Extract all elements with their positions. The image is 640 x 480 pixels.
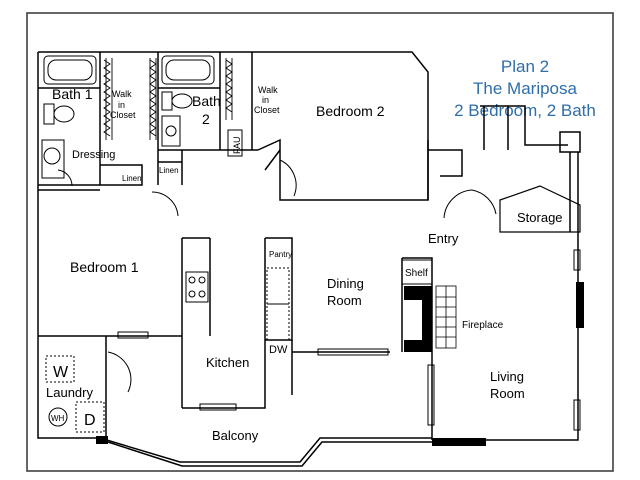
label-linen-2: Linen	[159, 166, 179, 175]
plan-number: Plan 2	[500, 57, 550, 76]
toilet-2	[161, 91, 173, 111]
label-walk-in-closet-2-line3: Closet	[254, 105, 280, 115]
fireplace-grid	[435, 285, 457, 349]
label-water-heater: WH	[51, 414, 65, 423]
plan-name: The Mariposa	[473, 79, 577, 98]
page-frame	[26, 12, 614, 472]
label-bedroom2: Bedroom 2	[316, 103, 385, 119]
label-walk-in-closet-1-line3: Closet	[110, 110, 136, 120]
fixtures	[41, 55, 433, 433]
label-walk-in-closet-1-line2: in	[118, 100, 125, 110]
dryer-box	[75, 401, 105, 433]
label-walk-in-closet-2-line1: Walk	[258, 85, 278, 95]
shelf-box	[401, 259, 433, 285]
label-dining-line1: Dining	[327, 276, 364, 291]
fau-box	[227, 129, 243, 157]
label-washer: W	[53, 364, 69, 381]
label-fau: FAU	[232, 136, 242, 154]
tub-1	[43, 55, 97, 85]
label-living-line2: Room	[490, 386, 525, 401]
label-walk-in-closet-1-line1: Walk	[112, 89, 132, 99]
pantry-box	[266, 267, 290, 305]
tub-2	[161, 55, 215, 85]
washer-box	[45, 355, 75, 383]
label-shelf: Shelf	[405, 268, 428, 279]
label-dw: DW	[269, 344, 288, 356]
room-labels: Bath 1 Walk in Closet Bath 2 Walk in Clo…	[46, 85, 563, 443]
label-dressing: Dressing	[72, 149, 115, 161]
label-bath2-line1: Bath	[192, 93, 221, 109]
label-bedroom1: Bedroom 1	[70, 259, 139, 275]
label-linen-1: Linen	[122, 174, 142, 183]
sink-1	[43, 147, 61, 165]
label-kitchen: Kitchen	[206, 355, 249, 370]
solid-wall-segments	[96, 282, 584, 446]
label-balcony: Balcony	[212, 428, 259, 443]
label-dryer: D	[84, 412, 96, 429]
label-dining-line2: Room	[327, 293, 362, 308]
label-bath2-line2: 2	[202, 111, 210, 127]
sink-2	[161, 115, 181, 147]
label-pantry: Pantry	[269, 250, 292, 259]
label-living-line1: Living	[490, 369, 524, 384]
label-fireplace: Fireplace	[462, 320, 504, 331]
windows	[117, 249, 581, 431]
closet-hangers	[103, 58, 233, 140]
water-heater-circle	[48, 407, 68, 427]
label-walk-in-closet-2-line2: in	[262, 95, 269, 105]
stove	[185, 271, 209, 303]
toilet-1	[43, 103, 55, 125]
dw-box	[266, 303, 290, 341]
label-bath1: Bath 1	[52, 86, 93, 102]
label-entry: Entry	[428, 231, 459, 246]
fireplace-hearth	[404, 286, 432, 352]
label-storage: Storage	[517, 210, 563, 225]
label-laundry: Laundry	[46, 385, 93, 400]
door-swings	[57, 159, 497, 393]
